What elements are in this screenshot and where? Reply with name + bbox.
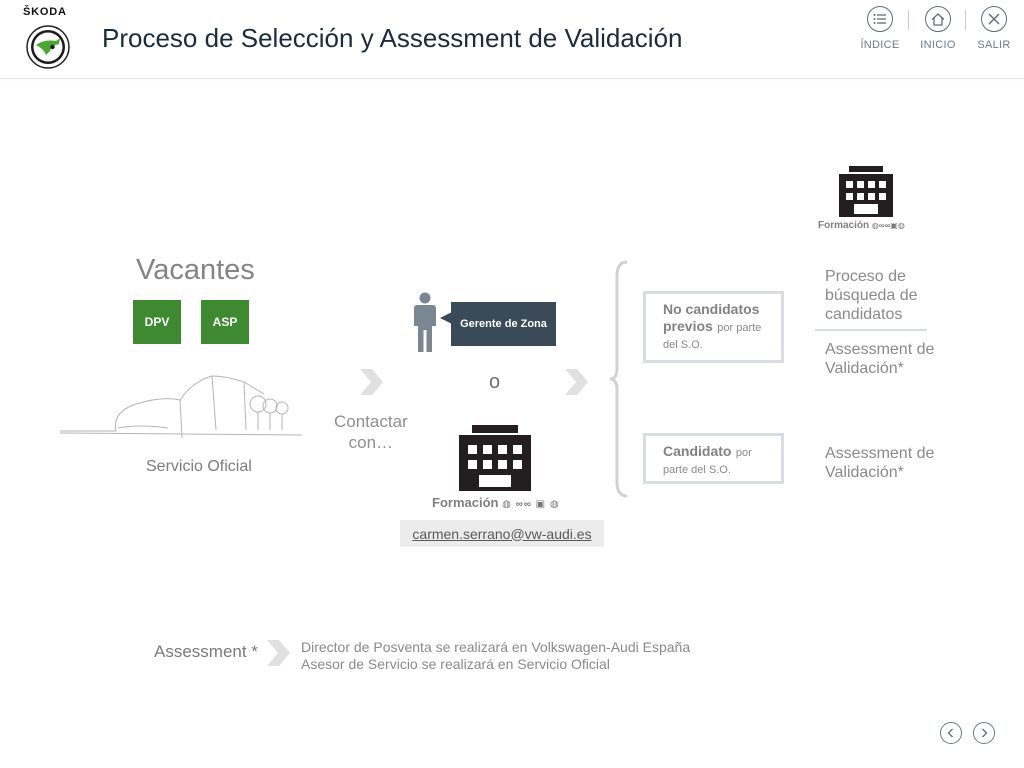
- no-candidatos-box: No candidatos previos por parte del S.O.: [643, 291, 784, 363]
- vacantes-title: Vacantes: [136, 254, 255, 286]
- chevron-right-icon: [563, 369, 589, 400]
- brand-logos-icon: ◍ ∞∞ ▣ ◍: [502, 499, 560, 510]
- close-icon: [981, 6, 1007, 32]
- index-button[interactable]: ÍNDICE: [856, 6, 904, 51]
- assessment-footer-line-2: Asesor de Servicio se realizará en Servi…: [301, 656, 610, 672]
- chevron-right-icon: [982, 728, 988, 738]
- formacion-label: Formación ◍ ∞∞ ▣ ◍: [432, 495, 560, 510]
- exit-button[interactable]: SALIR: [970, 6, 1018, 51]
- formacion-text: Formación: [432, 495, 499, 510]
- home-button[interactable]: INICIO: [914, 6, 962, 51]
- nav-divider: [908, 10, 909, 30]
- previous-page-button[interactable]: [940, 722, 962, 744]
- brand-wordmark: ŠKODA: [23, 6, 67, 18]
- gerente-de-zona-box: Gerente de Zona: [451, 302, 556, 346]
- home-label: INICIO: [920, 39, 956, 51]
- callout-pointer: [440, 311, 452, 329]
- no-candidatos-bold: No candidatos previos: [663, 301, 760, 334]
- nav-divider: [965, 10, 966, 30]
- right-divider: [815, 329, 927, 331]
- assessment-footer-label: Assessment *: [154, 642, 258, 661]
- person-icon: [412, 292, 438, 357]
- assessment-validacion-1: Assessment de Validación*: [825, 341, 935, 377]
- candidato-box: Candidato por parte del S.O.: [643, 433, 784, 484]
- email-link[interactable]: carmen.serrano@vw-audi.es: [400, 520, 604, 547]
- chevron-right-icon: [265, 640, 291, 671]
- next-page-button[interactable]: [973, 722, 995, 744]
- formacion-small-text: Formación: [818, 220, 870, 231]
- contactar-label: Contactar con…: [334, 411, 408, 453]
- brand-logos-icon: ◍∞∞▣◍: [871, 221, 905, 230]
- proceso-busqueda-text: Proceso de búsqueda de candidatos: [825, 268, 918, 323]
- servicio-oficial-label: Servicio Oficial: [146, 458, 252, 475]
- page-title: Proceso de Selección y Assessment de Val…: [102, 23, 683, 53]
- building-icon: [459, 425, 531, 496]
- header-bar: [0, 0, 1024, 79]
- asp-button[interactable]: ASP: [201, 300, 249, 344]
- skoda-logo: [26, 25, 70, 69]
- assessment-footer-line-1: Director de Posventa se realizará en Vol…: [301, 639, 691, 655]
- contactar-line-1: Contactar: [334, 412, 408, 431]
- assessment-validacion-2: Assessment de Validación*: [825, 445, 935, 481]
- contactar-line-2: con…: [348, 433, 394, 452]
- dealership-sketch: [58, 370, 304, 442]
- candidato-bold: Candidato: [663, 443, 732, 459]
- candidato-rest: por parte del S.O.: [663, 447, 752, 476]
- no-candidatos-rest: por parte del S.O.: [663, 322, 762, 351]
- chevron-right-icon: [358, 369, 384, 400]
- or-text: o: [489, 371, 501, 393]
- chevron-left-icon: [947, 728, 953, 738]
- dpv-button[interactable]: DPV: [133, 300, 181, 344]
- curly-brace: [607, 260, 629, 503]
- exit-label: SALIR: [977, 39, 1011, 51]
- list-icon: [867, 6, 893, 32]
- index-label: ÍNDICE: [860, 39, 900, 51]
- building-icon-small: [839, 166, 893, 222]
- home-icon: [925, 6, 951, 32]
- formacion-small-label: Formación ◍∞∞▣◍: [818, 220, 905, 231]
